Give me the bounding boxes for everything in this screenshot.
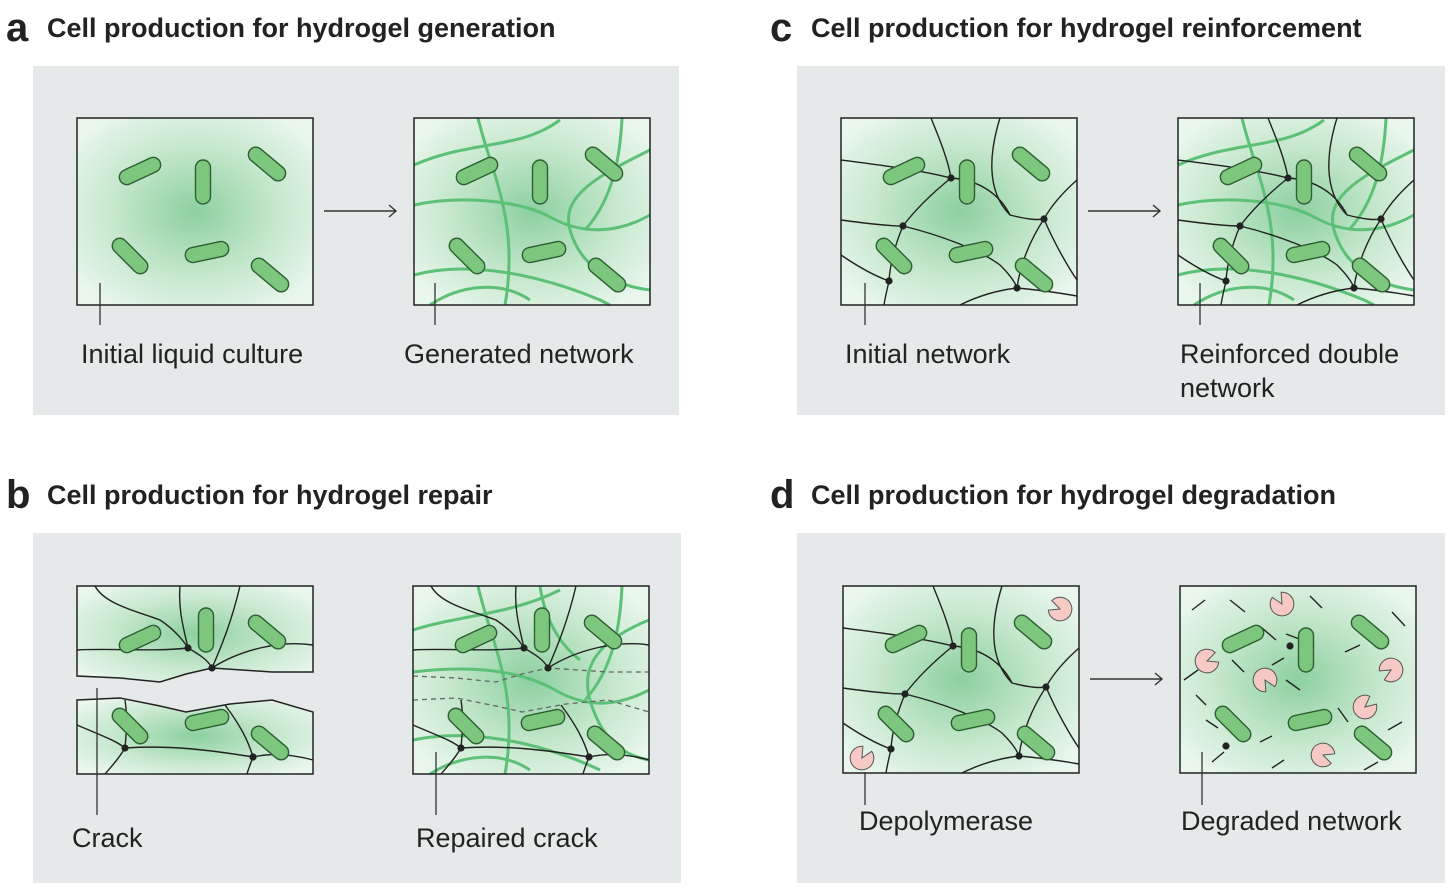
panel-d-left-caption: Depolymerase <box>859 806 1034 836</box>
panel-a-letter: a <box>6 6 29 50</box>
panel-d-title: Cell production for hydrogel degradation <box>811 480 1337 510</box>
panel-b-cracked-gel <box>76 585 314 815</box>
panel-c-initial-network <box>840 117 1078 325</box>
panel-c-left-caption: Initial network <box>845 339 1011 369</box>
panel-c-title: Cell production for hydrogel reinforceme… <box>811 13 1362 43</box>
panel-a-arrow <box>324 204 398 218</box>
panel-b-letter: b <box>6 473 31 517</box>
panel-d-right-caption: Degraded network <box>1181 806 1402 836</box>
panel-a-initial-culture <box>76 117 314 325</box>
panel-d-degraded-network <box>1179 585 1417 805</box>
panel-a-generated-network <box>413 117 651 325</box>
panel-b-repaired-gel <box>412 585 650 815</box>
panel-d-letter: d <box>770 473 795 517</box>
panel-a-right-caption: Generated network <box>404 339 634 369</box>
panel-c-double-network <box>1177 117 1415 325</box>
panel-c-arrow <box>1088 204 1162 218</box>
panel-c-right-caption: Reinforced double network <box>1180 339 1400 403</box>
panel-c-letter: c <box>770 6 793 50</box>
panel-b-title: Cell production for hydrogel repair <box>47 480 493 510</box>
panel-b-right-caption: Repaired crack <box>416 823 598 853</box>
panel-b-left-caption: Crack <box>72 823 143 853</box>
panel-a-left-caption: Initial liquid culture <box>81 339 304 369</box>
panel-a-title: Cell production for hydrogel generation <box>47 13 556 43</box>
panel-d-arrow <box>1090 672 1164 686</box>
panel-d-network-with-enzymes <box>842 585 1080 805</box>
